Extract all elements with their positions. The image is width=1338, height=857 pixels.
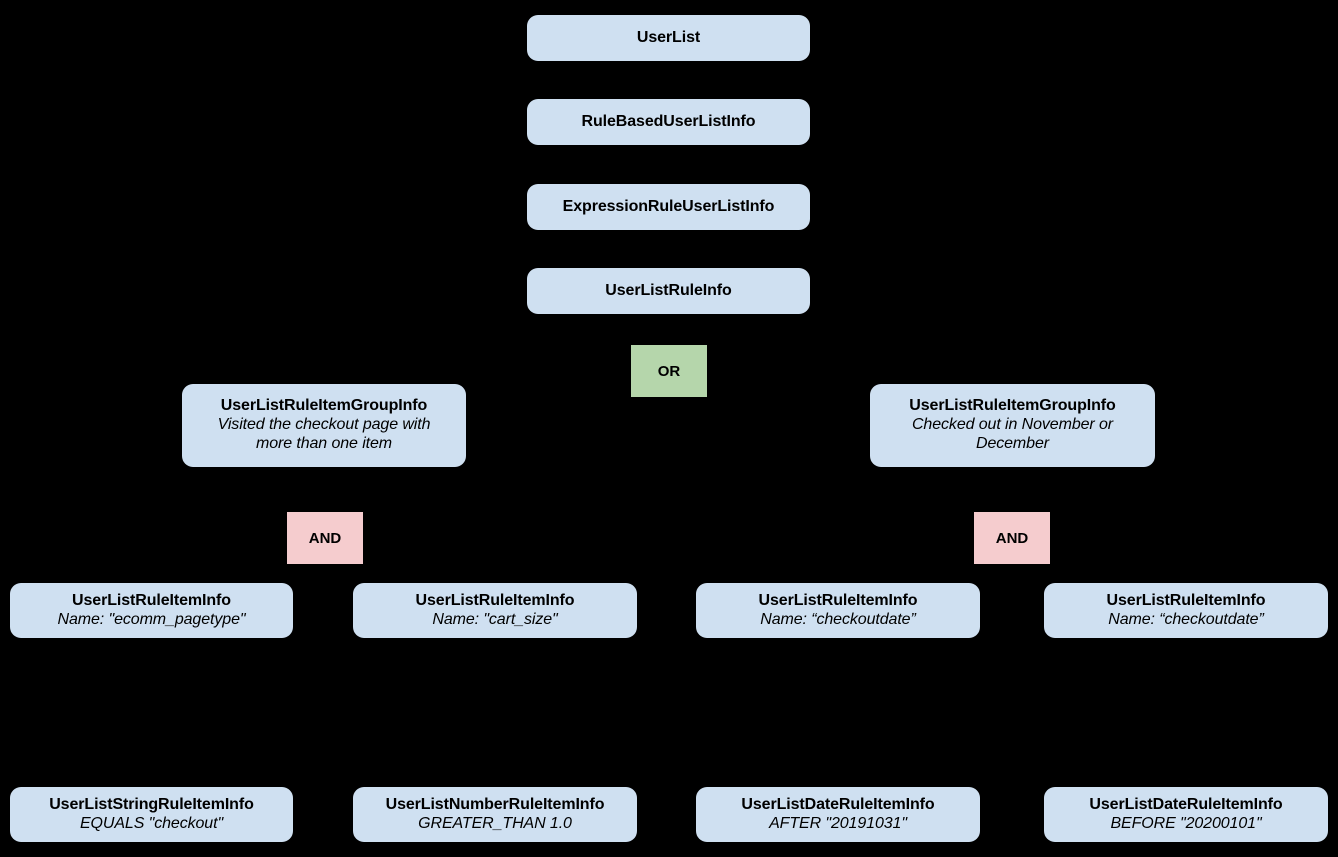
edge-group-right-and [997, 467, 1013, 513]
operator-or[interactable]: OR [631, 345, 707, 397]
node-group-right[interactable]: UserListRuleItemGroupInfo Checked out in… [870, 384, 1155, 467]
operator-label: AND [995, 529, 1029, 547]
node-title: UserListStringRuleItemInfo [49, 795, 254, 813]
node-title: UserListRuleInfo [605, 281, 732, 299]
node-title: UserListRuleItemInfo [758, 591, 918, 609]
node-expression-rule-user-list-info[interactable]: ExpressionRuleUserListInfo [527, 184, 810, 230]
edge-group-left-and [309, 467, 325, 513]
node-subtitle: Name: "cart_size" [432, 610, 558, 628]
node-subtitle: Name: "ecomm_pagetype" [57, 610, 246, 628]
node-rule-item-checkoutdate-before[interactable]: UserListRuleItemInfo Name: “checkoutdate… [1044, 583, 1328, 638]
node-title: UserListRuleItemGroupInfo [220, 397, 428, 415]
node-title: UserListRuleItemGroupInfo [909, 397, 1116, 415]
node-rule-based-user-list-info[interactable]: RuleBasedUserListInfo [527, 99, 810, 145]
node-subtitle: EQUALS "checkout" [79, 814, 224, 832]
node-user-list-rule-info[interactable]: UserListRuleInfo [527, 268, 810, 314]
edge-and-right-item3 [837, 537, 977, 583]
node-rule-item-ecomm-pagetype[interactable]: UserListRuleItemInfo Name: "ecomm_pagety… [10, 583, 293, 638]
node-user-list[interactable]: UserList [527, 15, 810, 61]
node-title: RuleBasedUserListInfo [581, 112, 756, 130]
node-subtitle: Name: “checkoutdate” [1108, 610, 1264, 628]
edge-and-right-item4 [1049, 537, 1187, 583]
node-title: UserListNumberRuleItemInfo [385, 795, 605, 813]
node-title: UserListDateRuleItemInfo [741, 795, 935, 813]
node-rule-item-cart-size[interactable]: UserListRuleItemInfo Name: "cart_size" [353, 583, 637, 638]
node-string-rule-item-info[interactable]: UserListStringRuleItemInfo EQUALS "check… [10, 787, 293, 842]
node-number-rule-item-info[interactable]: UserListNumberRuleItemInfo GREATER_THAN … [353, 787, 637, 842]
node-subtitle: AFTER "20191031" [769, 814, 907, 832]
node-title: UserListRuleItemInfo [1106, 591, 1266, 609]
node-subtitle: Name: “checkoutdate” [760, 610, 916, 628]
node-subtitle: Visited the checkout page with more than… [217, 416, 431, 452]
node-subtitle: BEFORE "20200101" [1110, 814, 1262, 832]
node-title: UserListDateRuleItemInfo [1089, 795, 1283, 813]
node-subtitle: GREATER_THAN 1.0 [418, 814, 572, 832]
node-title: UserListRuleItemInfo [72, 591, 231, 609]
operator-and-right[interactable]: AND [974, 512, 1050, 564]
node-rule-item-checkoutdate-after[interactable]: UserListRuleItemInfo Name: “checkoutdate… [696, 583, 980, 638]
node-date-rule-item-info-after[interactable]: UserListDateRuleItemInfo AFTER "20191031… [696, 787, 980, 842]
node-group-left[interactable]: UserListRuleItemGroupInfo Visited the ch… [182, 384, 466, 467]
node-subtitle: Checked out in November or December [911, 416, 1114, 452]
node-title: UserListRuleItemInfo [415, 591, 575, 609]
node-date-rule-item-info-before[interactable]: UserListDateRuleItemInfo BEFORE "2020010… [1044, 787, 1328, 842]
operator-label: OR [657, 362, 681, 380]
node-title: UserList [636, 28, 701, 46]
node-title: ExpressionRuleUserListInfo [562, 197, 775, 215]
operator-label: AND [308, 529, 342, 547]
edge-and-left-item2 [362, 537, 496, 583]
operator-and-left[interactable]: AND [287, 512, 363, 564]
edge-and-left-item1 [150, 537, 290, 583]
